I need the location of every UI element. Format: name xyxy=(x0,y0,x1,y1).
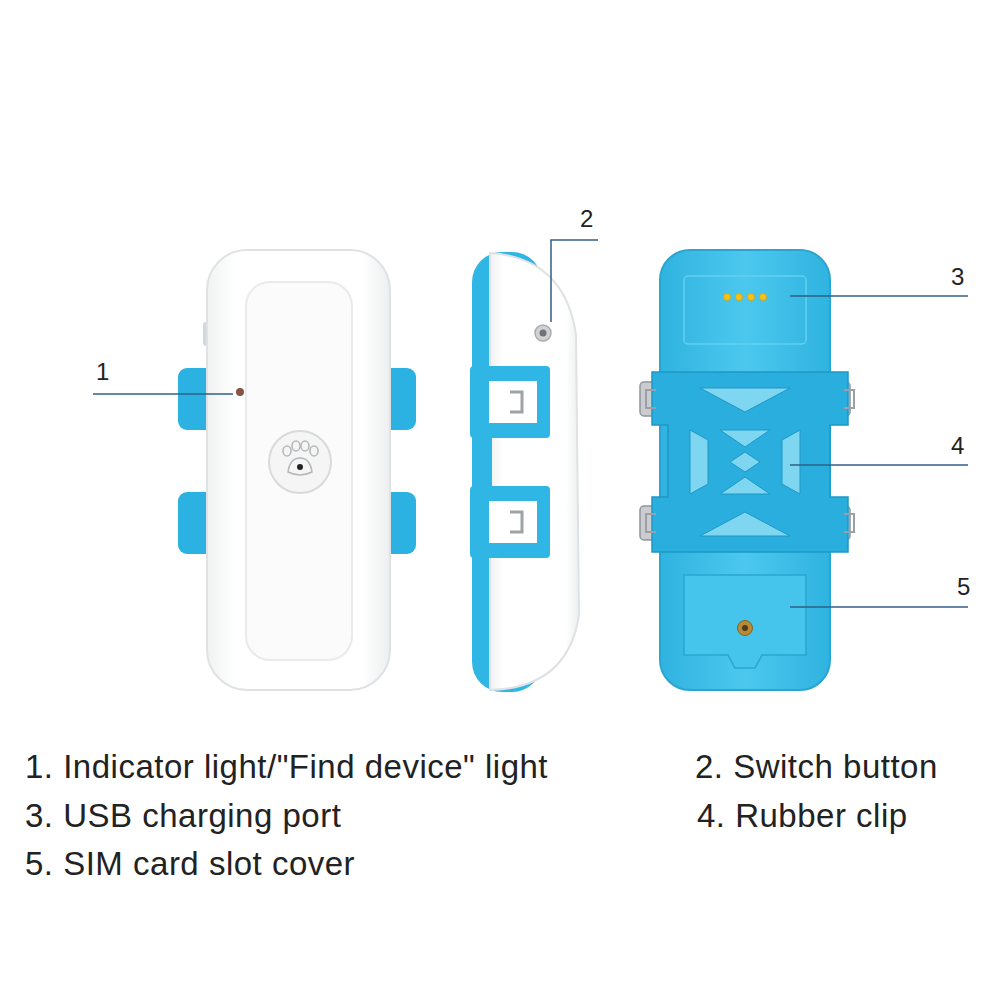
leader-line xyxy=(790,464,968,466)
part-description: 2. Switch button xyxy=(695,748,938,786)
part-description: 1. Indicator light/"Find device" light xyxy=(25,748,548,786)
front-view xyxy=(178,250,416,690)
leader-line xyxy=(93,393,233,395)
leader-line xyxy=(790,606,968,608)
back-view xyxy=(640,250,854,690)
sim-cover xyxy=(684,575,806,668)
top-panel xyxy=(246,282,352,660)
switch-button xyxy=(535,325,551,341)
housing xyxy=(207,250,390,690)
callout-number: 2 xyxy=(580,205,593,233)
callout-number: 1 xyxy=(96,358,109,386)
port-panel xyxy=(684,276,806,344)
part-description: 5. SIM card slot cover xyxy=(25,845,355,883)
side-view xyxy=(470,252,579,692)
leader-line xyxy=(790,295,968,297)
side-clip xyxy=(470,366,550,558)
indicator-light xyxy=(236,388,244,396)
paw-icon xyxy=(283,441,318,475)
charging-pins xyxy=(724,294,767,301)
pinhole xyxy=(297,464,303,470)
callout-number: 4 xyxy=(951,432,964,460)
screw xyxy=(738,621,753,636)
leader-line xyxy=(551,240,598,322)
rubber-clip xyxy=(640,372,854,552)
callout-number: 5 xyxy=(957,573,970,601)
callout-number: 3 xyxy=(951,263,964,291)
side-front xyxy=(490,253,579,690)
part-description: 3. USB charging port xyxy=(25,797,341,835)
leader-lines xyxy=(93,240,968,607)
paw-button xyxy=(269,431,331,493)
switch-center xyxy=(540,330,547,337)
part-description: 4. Rubber clip xyxy=(697,797,908,835)
screw-head xyxy=(742,625,748,631)
